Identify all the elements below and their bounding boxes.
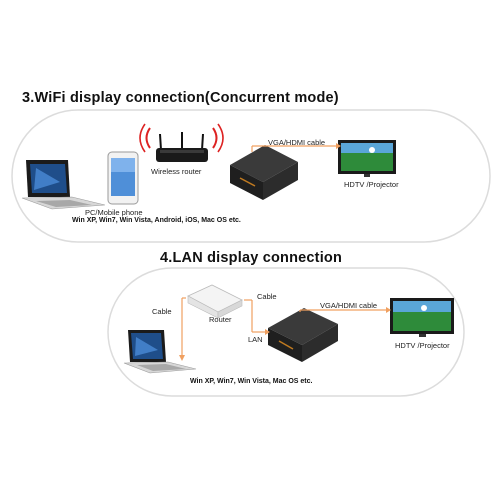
os-label-2: Win XP, Win7, Win Vista, Mac OS etc. — [190, 378, 313, 385]
cable-label-2: VGA/HDMI cable — [320, 301, 378, 310]
cable-label-1: VGA/HDMI cable — [268, 138, 326, 147]
section-2-heading: 4.LAN display connection — [160, 250, 343, 266]
cable-right-label: Cable — [257, 292, 277, 301]
display-adapter-box-2 — [268, 308, 338, 362]
os-label-1: Win XP, Win7, Win Vista, Android, iOS, M… — [72, 217, 241, 224]
cable-arrow-left — [179, 297, 186, 361]
hdtv-icon-2 — [390, 298, 454, 337]
router-label: Router — [209, 315, 232, 324]
wireless-router-icon — [139, 123, 224, 162]
cable-arrow-right — [244, 299, 270, 335]
router-icon — [187, 284, 243, 319]
cable-arrow-2 — [299, 307, 391, 313]
display-label-2: HDTV /Projector — [395, 341, 450, 350]
section-2-frame — [107, 267, 465, 397]
laptop-icon-2 — [123, 330, 197, 374]
display-adapter-box-1 — [230, 145, 298, 200]
section-1-frame — [11, 109, 491, 243]
laptop-icon-1 — [21, 160, 106, 210]
display-label-1: HDTV /Projector — [344, 180, 399, 189]
section-1-heading: 3.WiFi display connection(Concurrent mod… — [22, 90, 339, 106]
cable-arrow-1 — [251, 143, 341, 152]
lan-label: LAN — [248, 335, 263, 344]
device-label: PC/Mobile phone — [85, 208, 143, 217]
hdtv-icon-1 — [338, 140, 396, 177]
wireless-router-label: Wireless router — [151, 167, 202, 176]
cable-left-label: Cable — [152, 307, 172, 316]
phone-icon — [107, 151, 139, 205]
